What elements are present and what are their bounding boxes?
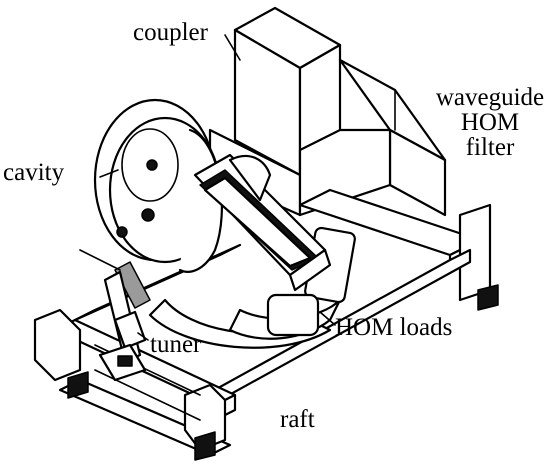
label-tuner: tuner: [150, 331, 202, 358]
leader-lines: [99, 34, 336, 341]
label-waveguide-hom-filter: waveguide HOM filter: [420, 85, 559, 160]
label-cavity: cavity: [3, 159, 65, 186]
hom-coupler-flange: [193, 153, 332, 292]
label-waveguide: waveguide: [435, 84, 545, 111]
label-raft: raft: [280, 406, 315, 433]
tuner-mechanism: [79, 249, 151, 382]
label-hom: HOM: [460, 109, 520, 136]
coupler-waveguide-structure: [208, 6, 447, 217]
label-coupler: coupler: [133, 19, 208, 46]
label-filter: filter: [465, 134, 515, 161]
label-hom-loads: HOM loads: [335, 314, 453, 341]
cavity-sphere: [93, 98, 223, 273]
